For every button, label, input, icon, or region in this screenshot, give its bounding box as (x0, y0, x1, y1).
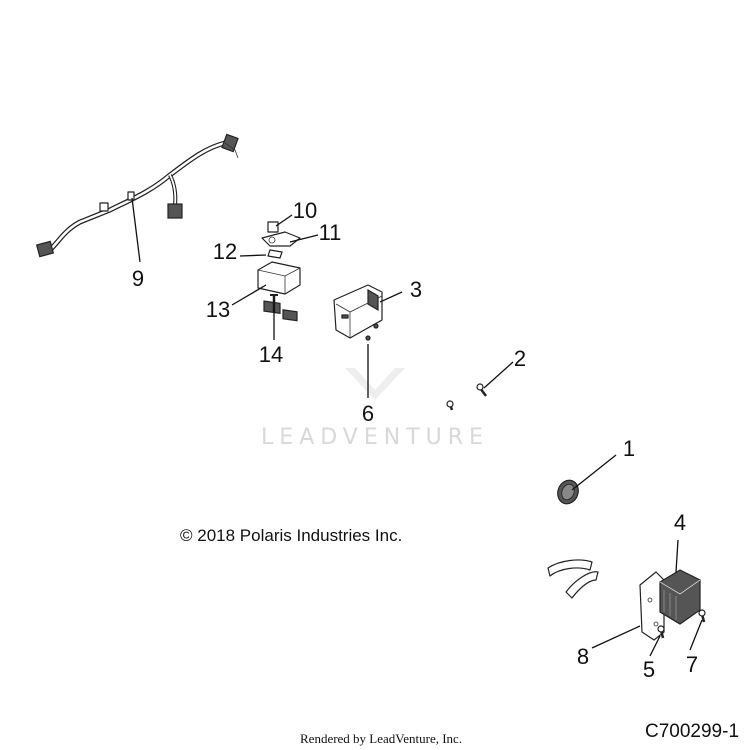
callout-1: 1 (623, 436, 635, 461)
regulator-bracket (547, 559, 665, 641)
callout-4: 4 (674, 510, 686, 535)
mounting-screws (446, 383, 487, 411)
rendered-by-credit: Rendered by LeadVenture, Inc. (300, 731, 463, 746)
watermark-logo (345, 368, 405, 400)
callout-7: 7 (686, 652, 698, 677)
copyright-notice: © 2018 Polaris Industries Inc. (180, 526, 403, 545)
callout-2: 2 (514, 346, 526, 371)
callout-12: 12 (213, 239, 237, 264)
callout-9: 9 (132, 266, 144, 291)
callout-13: 13 (206, 297, 230, 322)
callout-8: 8 (577, 644, 589, 669)
coil-bracket (261, 221, 301, 259)
regulator-screws (657, 609, 706, 639)
wiring-harness (35, 133, 239, 258)
figure-code: C700299-1 (645, 721, 740, 742)
callout-3: 3 (410, 277, 422, 302)
callout-14: 14 (259, 342, 283, 367)
callout-6: 6 (362, 401, 374, 426)
grommet (557, 479, 579, 505)
voltage-regulator (659, 569, 701, 625)
callout-11: 11 (319, 220, 342, 245)
ecu-module (333, 284, 383, 341)
watermark-text: LEADVENTURE (261, 425, 489, 450)
callout-10: 10 (293, 198, 317, 223)
leader-lines (131, 197, 703, 657)
ignition-coil (257, 261, 301, 322)
callout-5: 5 (643, 657, 655, 682)
